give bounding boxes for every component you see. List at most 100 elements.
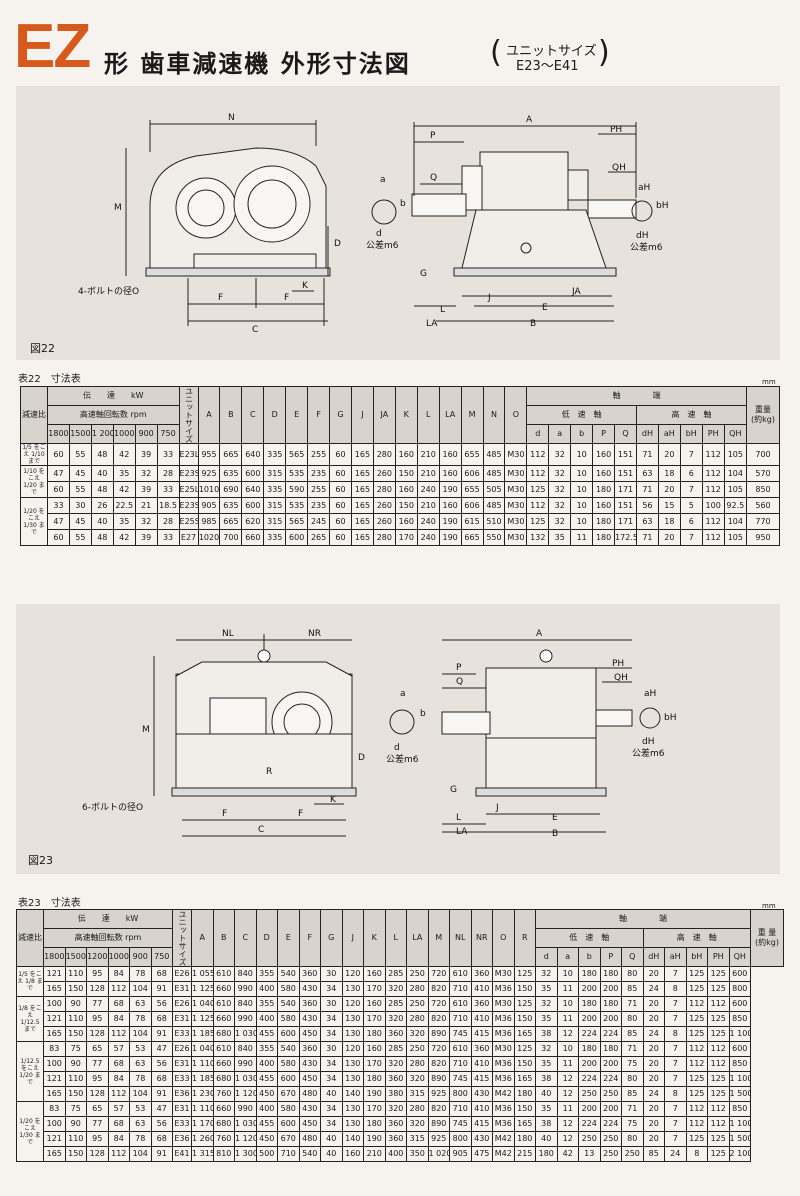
table-cell: 985: [197, 513, 221, 530]
table-cell: 84: [107, 966, 130, 982]
table-cell: 112: [107, 1026, 130, 1042]
table-cell: 95: [86, 966, 109, 982]
table-cell: 34: [320, 1116, 343, 1132]
table-cell: 90: [64, 1056, 87, 1072]
header-col-B: B: [212, 909, 235, 967]
table-cell: 60: [329, 529, 352, 546]
tolerance-low: 公差m6: [386, 753, 419, 765]
header-unit-size: ユニットサイズ: [178, 386, 199, 444]
dim-C: C: [252, 325, 258, 335]
header-rpm: 1800: [43, 947, 66, 967]
table-cell: 335: [263, 443, 287, 466]
table-cell: 890: [427, 1071, 450, 1087]
header-high-dH: dH: [635, 424, 659, 444]
table-cell: 112: [526, 497, 550, 514]
table-cell: 112: [685, 1056, 708, 1072]
table-cell: 60: [329, 513, 352, 530]
table-cell: 112: [526, 443, 550, 466]
header-weight-label: 重 量: [757, 928, 777, 937]
figure-22-panel: N M D 4-ボルトの径O F F K C A P Q PH QH a b d…: [16, 86, 780, 360]
table-cell: 265: [307, 529, 331, 546]
table-cell: 335: [263, 529, 287, 546]
dim-F-right: F: [284, 293, 289, 303]
header-col-C: C: [241, 386, 265, 444]
table-cell: 20: [657, 443, 681, 466]
table-cell: 128: [86, 1026, 109, 1042]
table-cell: 110: [64, 966, 87, 982]
table-cell: 745: [449, 1026, 472, 1042]
table-cell: 34: [320, 1056, 343, 1072]
table-cell: 475: [470, 1146, 493, 1162]
table-cell: 850: [728, 1101, 751, 1117]
table-cell: 47: [47, 513, 70, 530]
table-cell: 1 100: [728, 1116, 751, 1132]
table-cell: 580: [277, 1056, 300, 1072]
table-cell: 150: [394, 465, 418, 482]
table-cell: 280: [372, 529, 396, 546]
table-cell: 430: [298, 981, 321, 997]
dim-b: b: [420, 709, 426, 719]
header-low-d: d: [526, 424, 550, 444]
table-cell: 450: [255, 1086, 278, 1102]
table-cell: 540: [277, 966, 300, 982]
table-cell: E27: [178, 529, 199, 546]
table-cell: 320: [406, 1116, 429, 1132]
table-cell: 430: [298, 1011, 321, 1027]
table-cell: 32: [548, 513, 572, 530]
table-cell: 150: [513, 1011, 536, 1027]
table-cell: 450: [298, 1071, 321, 1087]
table-cell: 360: [470, 966, 493, 982]
table-cell: 1 125: [191, 981, 214, 997]
table-cell: M30: [492, 966, 515, 982]
table-cell: 80: [621, 1071, 644, 1087]
table-cell: 710: [449, 981, 472, 997]
table-cell: 560: [746, 497, 780, 514]
table-cell: 950: [746, 529, 780, 546]
unit-size-range: E23～E41: [516, 59, 579, 74]
table-cell: 1 030: [234, 1071, 257, 1087]
table-cell: 125: [707, 1011, 730, 1027]
table-cell: 75: [64, 1101, 87, 1117]
header-power: 伝 達 kW: [47, 386, 180, 406]
table-cell: 720: [427, 1041, 450, 1057]
table-cell: 6: [679, 513, 703, 530]
bolt-note: 6-ボルトの径O: [82, 801, 143, 813]
table-cell: 8: [664, 981, 687, 997]
table-cell: 30: [68, 497, 92, 514]
table-cell: 640: [241, 443, 265, 466]
table-cell: 615: [460, 513, 484, 530]
table-cell: 315: [406, 1086, 429, 1102]
table-cell: 355: [255, 966, 278, 982]
table-cell: 63: [635, 465, 659, 482]
figure-23-panel: NL NR M D R 6-ボルトの径O F F K C A P Q PH QH…: [16, 604, 780, 874]
table-cell: 35: [535, 1011, 558, 1027]
table-cell: 255: [307, 481, 331, 498]
table-cell: 48: [90, 529, 114, 546]
table-cell: 430: [298, 1056, 321, 1072]
table-cell: 125: [513, 996, 536, 1012]
table-cell: 56: [635, 497, 659, 514]
header-col-A: A: [191, 909, 214, 967]
table-cell: 700: [219, 529, 243, 546]
table-cell: 77: [86, 1116, 109, 1132]
header-low-shaft: 低 速 軸: [526, 405, 637, 425]
header-low-b: b: [578, 947, 601, 967]
header-weight: 重量(約kg): [746, 386, 780, 444]
table-cell: 745: [449, 1116, 472, 1132]
header-weight-unit: (約kg): [755, 938, 779, 947]
table-cell: 430: [298, 1101, 321, 1117]
table-cell: 60: [47, 529, 70, 546]
table-cell: E31: [172, 1101, 192, 1117]
table-cell: 40: [535, 1131, 558, 1147]
dim-a: a: [400, 689, 406, 699]
header-high-shaft: 高 速 軸: [635, 405, 748, 425]
table-cell: 160: [592, 497, 616, 514]
table-cell: 112: [701, 481, 725, 498]
table-cell: 13: [578, 1146, 601, 1162]
table-cell: 925: [427, 1086, 450, 1102]
table-cell: 53: [129, 1101, 152, 1117]
table-cell: 57: [107, 1041, 130, 1057]
